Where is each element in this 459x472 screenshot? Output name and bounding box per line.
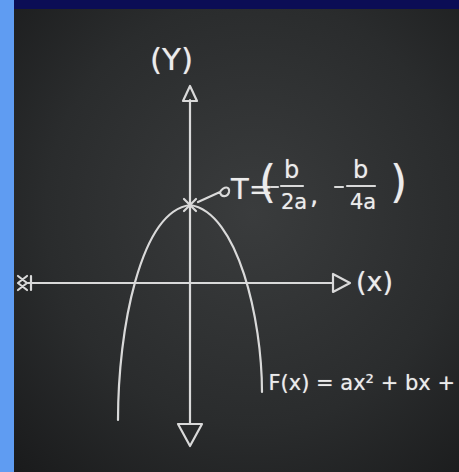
fraction-bar <box>347 185 375 187</box>
vertex-formula: ( <box>259 160 276 204</box>
y-axis <box>189 100 191 424</box>
y-arrow-up <box>183 86 197 101</box>
vertex-formula: 2a <box>281 192 307 213</box>
axis-label: (x) <box>356 268 393 295</box>
y-arrow-down <box>178 424 202 446</box>
vertex-formula: b <box>353 158 368 182</box>
vertex-mark <box>184 199 196 211</box>
top-bar <box>0 0 459 9</box>
side-strip <box>0 0 14 472</box>
fraction-bar <box>281 185 303 187</box>
x-axis <box>28 282 333 284</box>
axis-label: (Y) <box>150 44 193 75</box>
function-label: F(x) = ax² + bx + <box>268 373 455 394</box>
parabola <box>118 205 262 420</box>
x-arrow-left <box>18 276 31 290</box>
vertex-formula: ) <box>390 160 407 204</box>
minus-sign <box>335 186 343 188</box>
vertex-pointer <box>198 188 229 203</box>
vertex-formula: 4a <box>350 192 376 213</box>
vertex-formula: , <box>310 182 318 208</box>
x-arrow-right <box>333 274 350 292</box>
vertex-formula: b <box>284 158 299 182</box>
